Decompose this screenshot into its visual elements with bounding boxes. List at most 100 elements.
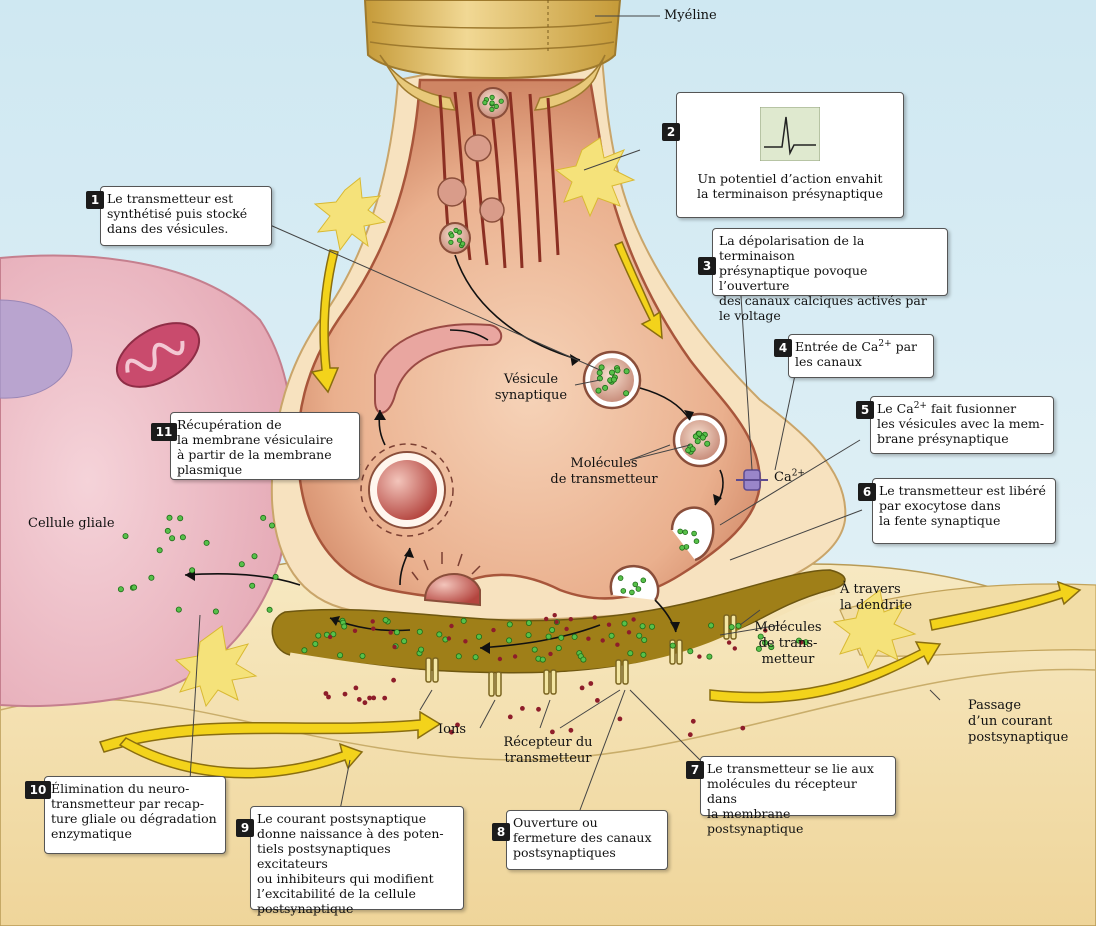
transmitter-molecules-line1: Molécules xyxy=(570,456,638,471)
step-9-line6: postsynaptique xyxy=(257,901,354,916)
postsynaptic-current-label: Passage d’un courant postsynaptique xyxy=(968,698,1068,746)
vesicle-label: Vésicule synaptique xyxy=(486,372,576,404)
transmitter-dot xyxy=(608,632,615,639)
transmitter-molecules-line2: de transmetteur xyxy=(550,472,658,487)
ion-dot xyxy=(690,718,696,724)
transmitter-dot xyxy=(609,369,616,376)
transmitter-dot xyxy=(632,581,639,588)
step-8-line2: fermeture des canaux xyxy=(513,830,652,845)
transmitter-dot xyxy=(238,561,245,568)
transmitter-dot xyxy=(472,654,479,661)
ion-dot xyxy=(554,619,559,625)
receptor-label-line2: transmetteur xyxy=(504,751,592,766)
transmitter-dot xyxy=(166,514,173,521)
ion-dot xyxy=(356,697,362,702)
dendrite-label-line2: la dendrite xyxy=(840,598,913,613)
transmitter-dot xyxy=(164,527,171,534)
transmitter-dot xyxy=(602,384,609,391)
step-11-line1: Récupération de xyxy=(177,417,282,432)
transmitter-dot xyxy=(418,646,425,653)
transmitter-dot xyxy=(640,651,647,658)
transmitter-dot xyxy=(704,440,711,447)
ion-dot xyxy=(392,644,397,650)
transmitter-dot xyxy=(706,653,713,660)
ion-dot xyxy=(544,616,549,622)
current-label-line2: d’un courant xyxy=(968,714,1053,729)
calcium-label: Ca2+ xyxy=(774,469,805,486)
ion-dot xyxy=(568,727,574,733)
dendrite-label: À travers la dendrite xyxy=(840,582,912,614)
transmitter-dot xyxy=(621,620,628,627)
step-1-line2: synthétisé puis stocké xyxy=(107,206,248,221)
ion-dot xyxy=(600,638,605,643)
ion-dot xyxy=(586,636,591,641)
step-3-line4: le voltage xyxy=(719,308,781,323)
myelin-label: Myéline xyxy=(664,8,717,23)
step-3-number: 3 xyxy=(698,257,716,275)
transmitter-dot xyxy=(382,617,389,624)
transmitter-dot xyxy=(762,639,769,646)
transmitter-dot xyxy=(179,534,186,541)
transmitter-dot xyxy=(571,633,578,640)
current-label-line3: postsynaptique xyxy=(968,730,1069,745)
ion-dot xyxy=(371,695,377,701)
ion-dot xyxy=(455,722,460,728)
ion-dot xyxy=(352,628,358,633)
transmitter-dot xyxy=(699,434,706,441)
dendrite-label-line1: À travers xyxy=(840,582,901,597)
ion-dot xyxy=(323,691,329,696)
ion-dot xyxy=(463,639,468,644)
transmitter-dot xyxy=(677,528,683,535)
transmitter-dot xyxy=(549,627,556,634)
transmitter-dot xyxy=(595,387,602,394)
right-molecules-line3: metteur xyxy=(761,652,815,667)
transmitter-dot xyxy=(448,239,454,245)
step-2-line2: la terminaison présynaptique xyxy=(697,186,883,201)
transmitter-dot xyxy=(498,98,504,104)
transmitter-dot xyxy=(156,547,163,554)
transmitter-dot xyxy=(330,631,337,638)
transmitter-dot xyxy=(531,646,538,653)
step-4-line2: les canaux xyxy=(795,354,862,369)
step-7-callout: 7 Le transmetteur se lie aux molécules d… xyxy=(686,756,896,836)
step-7-number: 7 xyxy=(686,761,704,779)
ion-dot xyxy=(491,627,496,633)
transmitter-dot xyxy=(493,103,499,110)
step-5-line3: brane présynaptique xyxy=(877,431,1009,446)
ion-dot xyxy=(799,640,804,645)
transmitter-dot xyxy=(620,588,627,594)
ion-dot xyxy=(631,617,636,622)
ion-dot xyxy=(592,615,597,620)
transmitter-dot xyxy=(636,632,643,639)
ion-dot xyxy=(371,626,376,631)
transmitter-dot xyxy=(189,567,196,574)
ion-dot xyxy=(615,642,620,647)
ion-dot xyxy=(726,640,732,645)
right-molecules-label: Molécules de trans- metteur xyxy=(748,620,828,668)
step-6-line1: Le transmetteur est libéré xyxy=(879,483,1046,498)
transmitter-dot xyxy=(735,622,742,629)
ion-dot xyxy=(388,630,393,635)
transmitter-dot xyxy=(489,100,495,106)
step-6-callout: 6 Le transmetteur est libéré par exocyto… xyxy=(858,478,1056,544)
transmitter-dot xyxy=(175,606,182,613)
ion-dot xyxy=(391,677,396,683)
step-11-number: 11 xyxy=(151,423,177,441)
transmitter-dot xyxy=(610,376,617,383)
step-1-number: 1 xyxy=(86,191,104,209)
transmitter-dot xyxy=(401,638,408,645)
transmitter-dot xyxy=(623,390,630,397)
transmitter-dot xyxy=(708,622,715,629)
calcium-symbol: Ca xyxy=(774,470,792,485)
transmitter-dot xyxy=(635,586,642,592)
transmitter-dot xyxy=(506,621,513,628)
transmitter-dot xyxy=(696,430,703,437)
step-3-callout: 3 La dépolarisation de la terminaison pr… xyxy=(698,228,948,323)
step-2-line1: Un potentiel d’action envahit xyxy=(697,171,883,186)
transmitter-dot xyxy=(301,647,308,654)
transmitter-dot xyxy=(623,368,630,375)
step-9-line5: l’excitabilité de la cellule xyxy=(257,886,416,901)
transmitter-dot xyxy=(212,608,219,615)
transmitter-dot xyxy=(545,633,552,640)
transmitter-dot xyxy=(598,364,605,371)
